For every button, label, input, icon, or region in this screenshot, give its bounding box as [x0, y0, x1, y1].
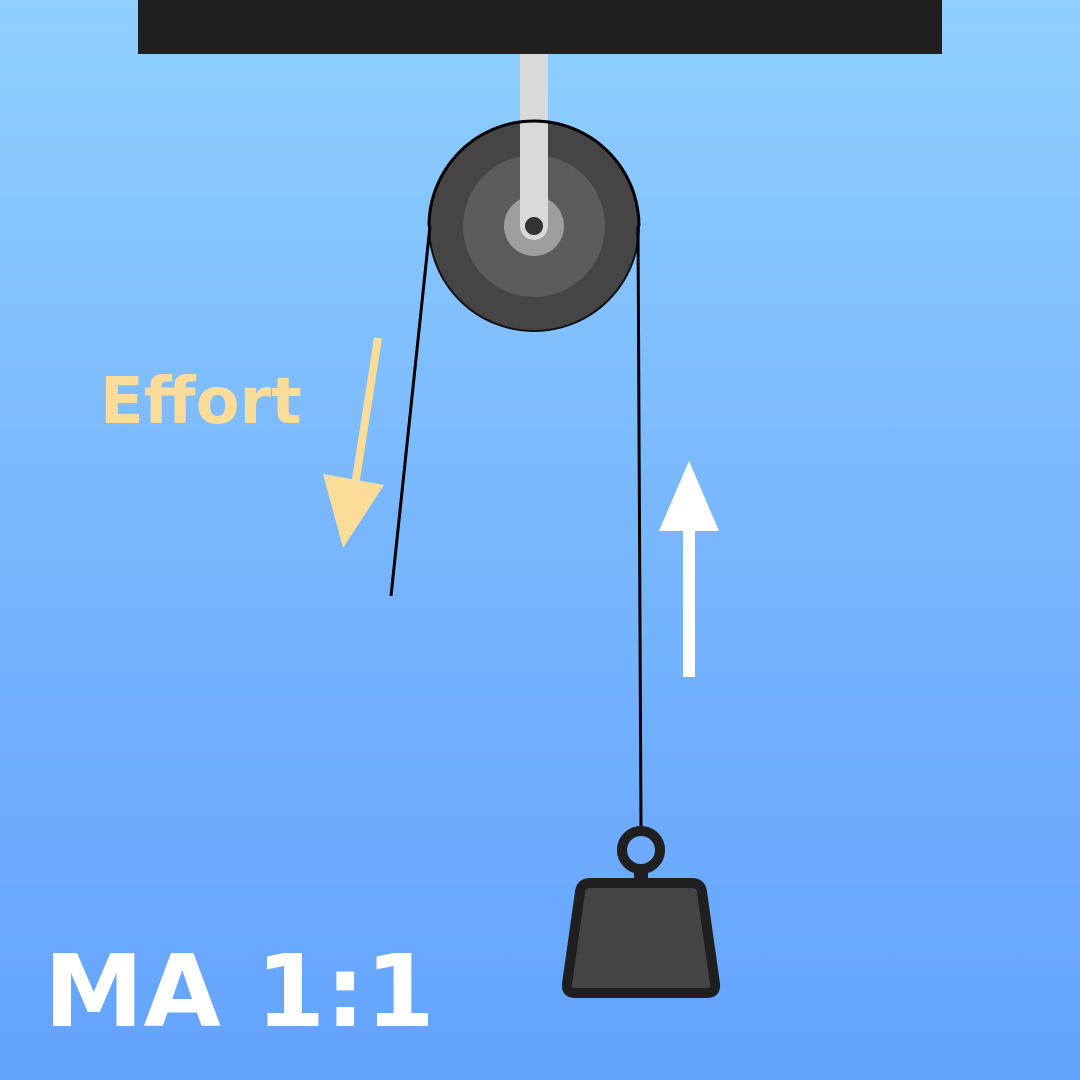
pulley-bracket — [520, 54, 548, 240]
rope-load-side — [636, 225, 643, 829]
arrow-up-icon — [659, 461, 719, 677]
arrow-down-icon — [323, 337, 384, 548]
effort-label: Effort — [100, 365, 302, 439]
mechanical-advantage-label: MA 1:1 — [44, 933, 435, 1050]
rope-over-pulley — [427, 119, 641, 227]
pulley-axle — [525, 217, 543, 235]
kettlebell-weight-icon — [561, 826, 721, 998]
rope-effort-side — [389, 225, 432, 597]
ceiling-beam — [138, 0, 942, 54]
